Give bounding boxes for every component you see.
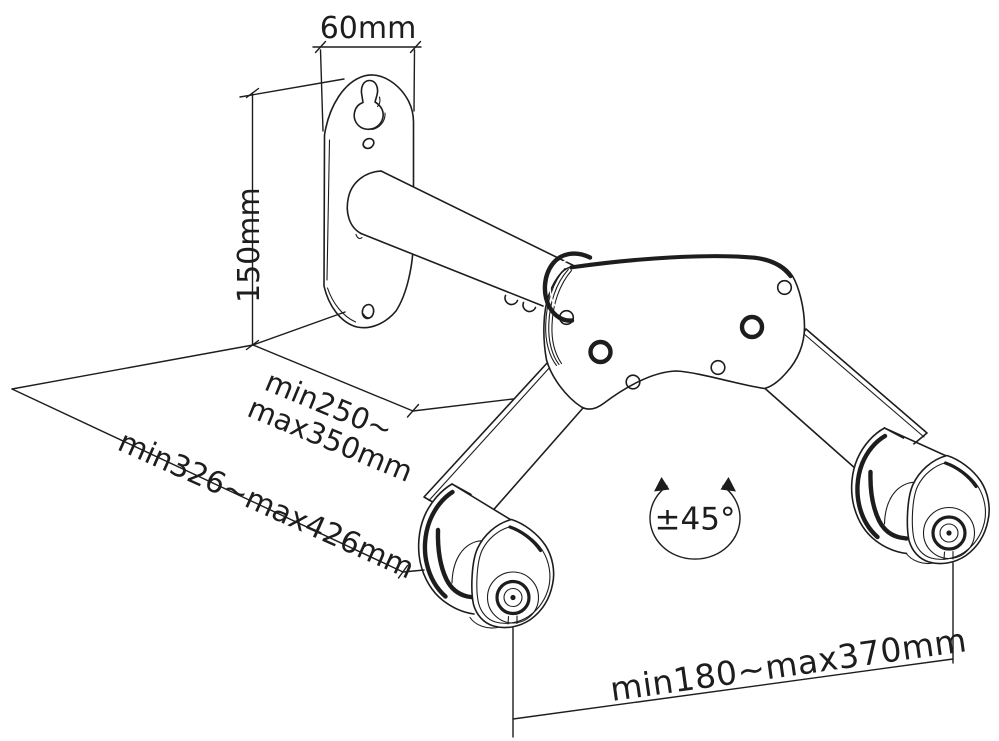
plate-hole-upper-depth <box>363 145 373 149</box>
tube-screw-bump-1 <box>504 294 519 306</box>
left-knob-boss-circle <box>486 571 540 624</box>
center-bracket <box>542 251 806 410</box>
right-head-top-connector <box>883 427 949 458</box>
plate-height-label: 150mm <box>232 187 267 303</box>
right-knob-center-dot <box>946 530 952 536</box>
dim326-corner-line <box>11 344 254 390</box>
left-knob-center-dot <box>510 594 516 601</box>
bracket-left-fold-line-1 <box>545 267 566 367</box>
bracket-hole-top-left <box>558 309 575 326</box>
left-head-foot-line <box>469 616 499 629</box>
right-knob-inner-ring <box>939 523 959 543</box>
bracket-hole-top-right <box>776 279 793 296</box>
tube-screw-bump-2 <box>522 301 537 313</box>
right-head-back-outline <box>850 427 908 555</box>
dim326-leader <box>402 569 425 573</box>
swivel-range-label: ±45° <box>655 502 736 538</box>
dim150-extension-bottom <box>252 311 346 346</box>
left-mount-head <box>417 483 555 629</box>
dim60-extension-right <box>413 49 416 112</box>
right-head-front-edge-band <box>943 461 978 489</box>
right-arm-edge-highlight <box>802 332 925 438</box>
keyhole-depth-line <box>371 96 386 131</box>
right-mount-head <box>850 427 990 565</box>
left-head-back-outline <box>417 483 475 615</box>
bracket-pivot-ring-left <box>588 339 613 365</box>
left-head-channel-slot <box>435 527 477 600</box>
bracket-left-fold-line-3 <box>551 269 573 365</box>
swivel-annotation: ±45° <box>649 477 741 560</box>
dim180-line <box>512 658 954 720</box>
dimension-plate-height: 150mm <box>232 78 346 351</box>
dim60-extension-left <box>319 49 324 132</box>
dim60-tick-right <box>409 40 422 54</box>
swivel-arrow-right <box>720 477 736 492</box>
dim60-tick-left <box>314 40 327 54</box>
left-head-front-outline <box>471 518 555 629</box>
bracket-plate-outline <box>543 255 806 410</box>
wall-plate-bottom-edge-thickness <box>326 287 357 323</box>
left-knob-inner-ring <box>503 587 523 608</box>
dim326-line <box>11 388 404 573</box>
bracket-hole-bottom-right <box>710 359 726 376</box>
right-knob-boss-circle <box>922 506 976 560</box>
right-head-back-inner-band <box>855 433 888 540</box>
tube-body-fill <box>347 171 601 306</box>
left-knob-slot-ticks <box>507 615 518 625</box>
dim250-leader <box>412 398 514 412</box>
plate-hole-lower <box>361 303 375 320</box>
dim250-line <box>252 344 414 412</box>
bracket-pivot-ring-right <box>739 314 765 340</box>
left-knob-outer-ring <box>495 579 531 616</box>
plate-hole-lower-depth <box>362 313 373 319</box>
bracket-folded-top-edge <box>569 254 793 279</box>
dim150-extension-top <box>239 78 345 98</box>
bracket-left-fold-line-2 <box>548 268 569 366</box>
dimension-head-spread: min180~max370mm <box>512 562 969 738</box>
tube-bottom-edge <box>360 232 544 307</box>
left-head-back-inner-band <box>422 489 455 599</box>
wall-plate-edge-thickness <box>326 139 331 281</box>
left-head-front-edge-band <box>508 525 543 553</box>
tube-cap-nub <box>355 233 363 240</box>
swivel-arc <box>649 485 741 560</box>
dimension-plate-width: 60mm <box>312 11 422 132</box>
keyhole-slot <box>353 79 384 131</box>
right-knob-slot-ticks <box>943 550 954 561</box>
swivel-arrow-left <box>654 477 670 492</box>
support-tube <box>346 170 602 313</box>
right-knob-outer-ring <box>931 515 967 551</box>
plate-width-label: 60mm <box>320 11 417 46</box>
tube-end-cap <box>346 170 382 235</box>
head-spread-label: min180~max370mm <box>608 620 969 709</box>
right-head-channel-slot <box>868 469 909 541</box>
left-head-top-connector <box>451 483 513 522</box>
bracket-folded-top-edge-split <box>571 258 788 278</box>
right-head-foot-line <box>905 552 935 565</box>
dim150-tick-top <box>245 87 260 99</box>
right-head-front-outline <box>906 454 990 565</box>
bracket-hole-bottom-left <box>625 374 641 390</box>
left-arm-edge-highlight <box>428 365 552 502</box>
